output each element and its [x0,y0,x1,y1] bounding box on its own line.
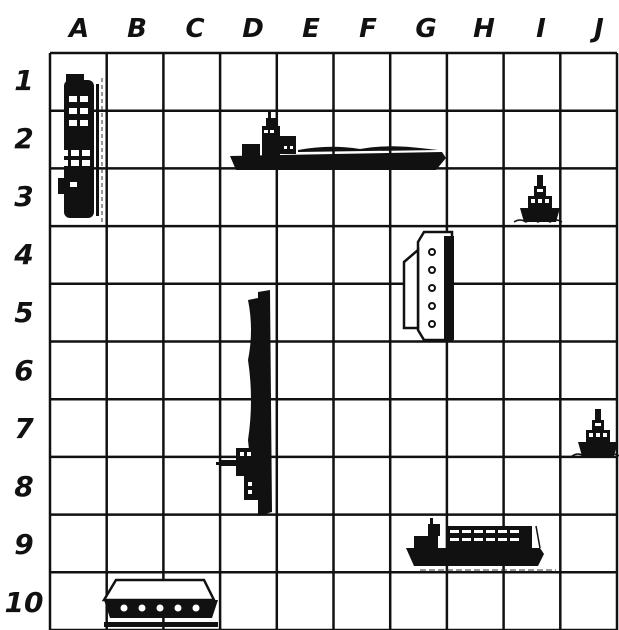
cell-e7[interactable] [277,399,334,457]
cell-f1[interactable] [334,53,391,111]
cell-h10[interactable] [447,572,504,630]
cell-e6[interactable] [277,342,334,400]
cell-g1[interactable] [390,53,447,111]
cell-g7[interactable] [390,399,447,457]
cell-j3[interactable] [560,168,617,226]
cell-e4[interactable] [277,226,334,284]
cell-c9[interactable] [163,515,220,573]
cell-i4[interactable] [504,226,561,284]
cell-i8[interactable] [504,457,561,515]
cell-b5[interactable] [107,284,164,342]
cell-h1[interactable] [447,53,504,111]
cell-c4[interactable] [163,226,220,284]
cell-d4[interactable] [220,226,277,284]
cell-c8[interactable] [163,457,220,515]
cell-i2[interactable] [504,111,561,169]
cell-a5[interactable] [50,284,107,342]
cell-b4[interactable] [107,226,164,284]
cell-b8[interactable] [107,457,164,515]
cell-a9[interactable] [50,515,107,573]
cell-b2[interactable] [107,111,164,169]
cell-e5[interactable] [277,284,334,342]
cell-f10[interactable] [334,572,391,630]
cell-j2[interactable] [560,111,617,169]
cell-a10[interactable] [50,572,107,630]
cell-i1[interactable] [504,53,561,111]
cell-g6[interactable] [390,342,447,400]
cell-f3[interactable] [334,168,391,226]
cell-j10[interactable] [560,572,617,630]
cell-c6[interactable] [163,342,220,400]
cell-a8[interactable] [50,457,107,515]
cell-e9[interactable] [277,515,334,573]
cell-e3[interactable] [277,168,334,226]
cell-a6[interactable] [50,342,107,400]
cell-a4[interactable] [50,226,107,284]
cell-c2[interactable] [163,111,220,169]
cell-e1[interactable] [277,53,334,111]
cell-i6[interactable] [504,342,561,400]
cell-j4[interactable] [560,226,617,284]
cell-j6[interactable] [560,342,617,400]
cell-h7[interactable] [447,399,504,457]
cell-i10[interactable] [504,572,561,630]
cell-b1[interactable] [107,53,164,111]
cell-j5[interactable] [560,284,617,342]
cell-h4[interactable] [447,226,504,284]
cell-b6[interactable] [107,342,164,400]
cell-h3[interactable] [447,168,504,226]
cell-b3[interactable] [107,168,164,226]
cell-d10[interactable] [220,572,277,630]
cell-f7[interactable] [334,399,391,457]
cell-h8[interactable] [447,457,504,515]
cell-e8[interactable] [277,457,334,515]
cell-j9[interactable] [560,515,617,573]
cell-c3[interactable] [163,168,220,226]
cell-b9[interactable] [107,515,164,573]
cell-a7[interactable] [50,399,107,457]
cell-f9[interactable] [334,515,391,573]
cell-g3[interactable] [390,168,447,226]
cell-d1[interactable] [220,53,277,111]
cell-j8[interactable] [560,457,617,515]
cell-f4[interactable] [334,226,391,284]
cell-f5[interactable] [334,284,391,342]
cell-d3[interactable] [220,168,277,226]
cell-j1[interactable] [560,53,617,111]
cell-f8[interactable] [334,457,391,515]
cell-c1[interactable] [163,53,220,111]
cell-b7[interactable] [107,399,164,457]
cell-h6[interactable] [447,342,504,400]
cell-e10[interactable] [277,572,334,630]
cell-i5[interactable] [504,284,561,342]
cell-i7[interactable] [504,399,561,457]
cell-c7[interactable] [163,399,220,457]
cell-d9[interactable] [220,515,277,573]
cell-c5[interactable] [163,284,220,342]
cell-g8[interactable] [390,457,447,515]
cell-g10[interactable] [390,572,447,630]
cell-h2[interactable] [447,111,504,169]
cell-f6[interactable] [334,342,391,400]
cell-h5[interactable] [447,284,504,342]
